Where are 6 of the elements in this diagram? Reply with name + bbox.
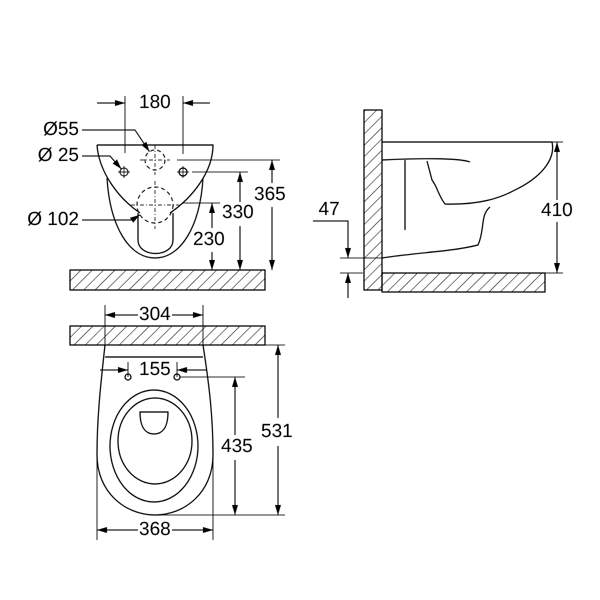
leader-line (82, 214, 140, 223)
outlet-hole (130, 180, 180, 230)
drain-hole (140, 144, 170, 176)
leader-line (82, 130, 150, 152)
leader-line (82, 156, 122, 170)
mounting-hole (118, 166, 130, 178)
